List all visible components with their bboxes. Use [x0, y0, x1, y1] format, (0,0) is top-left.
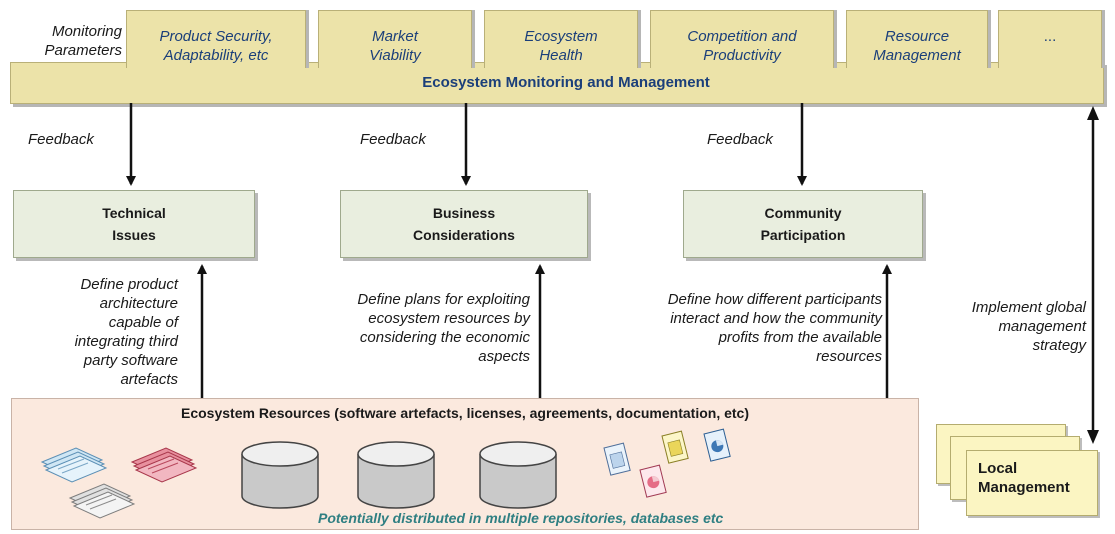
- tab-product-security: Product Security,Adaptability, etc: [126, 10, 306, 68]
- banner-title: Ecosystem Monitoring and Management: [422, 74, 710, 91]
- pie-chart-document-icon: [639, 464, 667, 498]
- document-stack-grey-icon: [68, 483, 136, 519]
- database-icon: [241, 441, 319, 509]
- resources-title: Ecosystem Resources (software artefacts,…: [181, 405, 749, 421]
- resources-subtitle: Potentially distributed in multiple repo…: [318, 510, 724, 526]
- spreadsheet-icon: [603, 442, 631, 476]
- feedback-label-3: Feedback: [707, 131, 773, 148]
- document-stack-red-icon: [130, 447, 198, 483]
- database-icon: [357, 441, 435, 509]
- feedback-label-2: Feedback: [360, 131, 426, 148]
- global-arrow-head-down: [1087, 430, 1099, 444]
- monitoring-parameters-label: Monitoring Parameters: [44, 23, 122, 59]
- document-stack-blue-icon: [40, 447, 108, 483]
- monitoring-banner: [10, 62, 1104, 104]
- pie-chart-document-icon: [703, 428, 731, 462]
- spreadsheet-icon: [661, 430, 689, 464]
- global-arrow-head-up: [1087, 106, 1099, 120]
- feedback-label-1: Feedback: [28, 131, 94, 148]
- local-management-card-front: [966, 450, 1098, 516]
- database-icon: [479, 441, 557, 509]
- tab-more: ...: [998, 10, 1102, 68]
